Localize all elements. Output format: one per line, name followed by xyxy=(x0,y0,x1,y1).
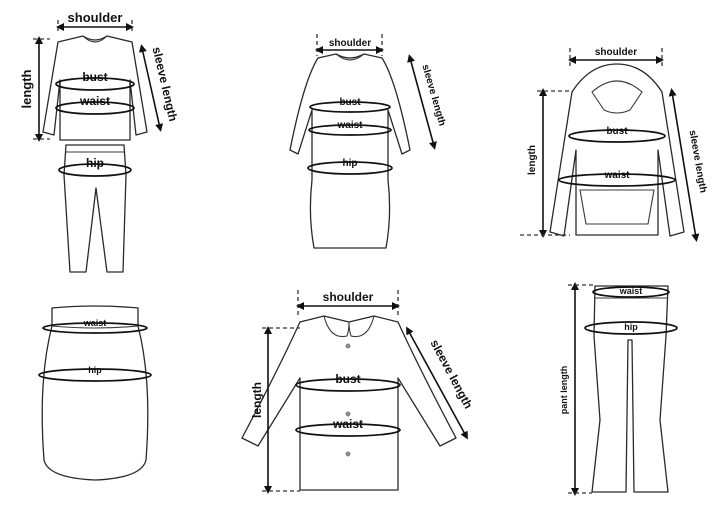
dress-shoulder-label: shoulder xyxy=(329,38,371,49)
dress-hip-label: hip xyxy=(343,158,358,169)
skirt-garment xyxy=(41,305,149,481)
shirt-waist-band xyxy=(295,423,401,437)
dress-waist-band xyxy=(308,124,392,136)
bust-band xyxy=(55,77,135,91)
hoodie-waist-band xyxy=(558,173,676,187)
hoodie-hood-opening xyxy=(591,80,643,114)
dress-neckline xyxy=(335,53,365,61)
sleeve-length-arrow xyxy=(138,44,164,132)
panel-skirt: waist hip xyxy=(38,305,152,481)
hip-band xyxy=(58,163,132,177)
shoulder-label: shoulder xyxy=(68,10,123,25)
shirt-garment xyxy=(241,315,457,491)
hoodie-garment xyxy=(549,63,685,237)
shirt-button-1 xyxy=(345,343,351,349)
hoodie-bust-label: bust xyxy=(606,126,628,137)
length-label: length xyxy=(19,69,34,108)
pants-hip-label: hip xyxy=(624,322,638,332)
shirt-bust-band xyxy=(295,378,401,392)
hoodie-bust-band xyxy=(568,129,666,143)
panel-dress: shoulder sleeve length bust waist hip xyxy=(289,34,447,249)
hip-label: hip xyxy=(86,156,104,170)
panel-top-and-pants: shoulder length sleeve length bust waist… xyxy=(19,10,181,273)
panel-flared-pants: waist hip pant length xyxy=(559,282,678,496)
dress-hip-band xyxy=(307,161,393,175)
pants-hip-band xyxy=(584,321,678,335)
skirt-waist-band xyxy=(42,322,148,334)
shirt-length-label: length xyxy=(250,382,264,418)
skirt-waist-label: waist xyxy=(83,318,107,328)
shirt-button-2 xyxy=(345,411,351,417)
hoodie-length-label: length xyxy=(527,145,538,175)
hoodie-waist-label: waist xyxy=(603,170,630,181)
bust-label: bust xyxy=(82,70,107,84)
skirt-hip-label: hip xyxy=(88,365,102,375)
top-neckline xyxy=(82,35,108,43)
sleeve-length-label: sleeve length xyxy=(150,45,181,122)
pants-waist-band xyxy=(592,286,670,298)
panel-hoodie: shoulder length sleeve length bust waist xyxy=(520,47,709,242)
skirt-waistband xyxy=(51,325,139,329)
waist-label: waist xyxy=(79,94,110,108)
dress-bust-label: bust xyxy=(339,97,361,108)
dress-waist-label: waist xyxy=(336,120,363,131)
shirt-collar xyxy=(323,315,375,338)
hoodie-shoulder-label: shoulder xyxy=(595,47,637,58)
top-garment xyxy=(42,35,148,141)
dress-garment xyxy=(289,53,411,249)
shirt-shoulder-label: shoulder xyxy=(323,290,374,304)
shirt-button-3 xyxy=(345,451,351,457)
hoodie-pocket xyxy=(579,189,655,225)
pants-garment xyxy=(63,144,127,273)
waist-band xyxy=(55,101,135,115)
skirt-hip-band xyxy=(38,368,152,382)
dress-sleeve-label: sleeve length xyxy=(419,63,447,127)
dress-sleeve-arrow xyxy=(407,54,437,150)
shirt-bust-label: bust xyxy=(335,372,360,386)
dress-bust-band xyxy=(309,101,391,113)
panel-shirt: shoulder length sleeve length bust waist xyxy=(241,290,476,494)
flared-pants-garment xyxy=(591,285,669,493)
pants-waist-label: waist xyxy=(619,286,643,296)
shirt-waist-label: waist xyxy=(332,417,363,431)
hoodie-sleeve-label: sleeve length xyxy=(687,129,709,193)
shirt-sleeve-arrow xyxy=(406,326,468,440)
pant-length-label: pant length xyxy=(559,366,569,415)
hoodie-sleeve-arrow xyxy=(668,88,700,242)
